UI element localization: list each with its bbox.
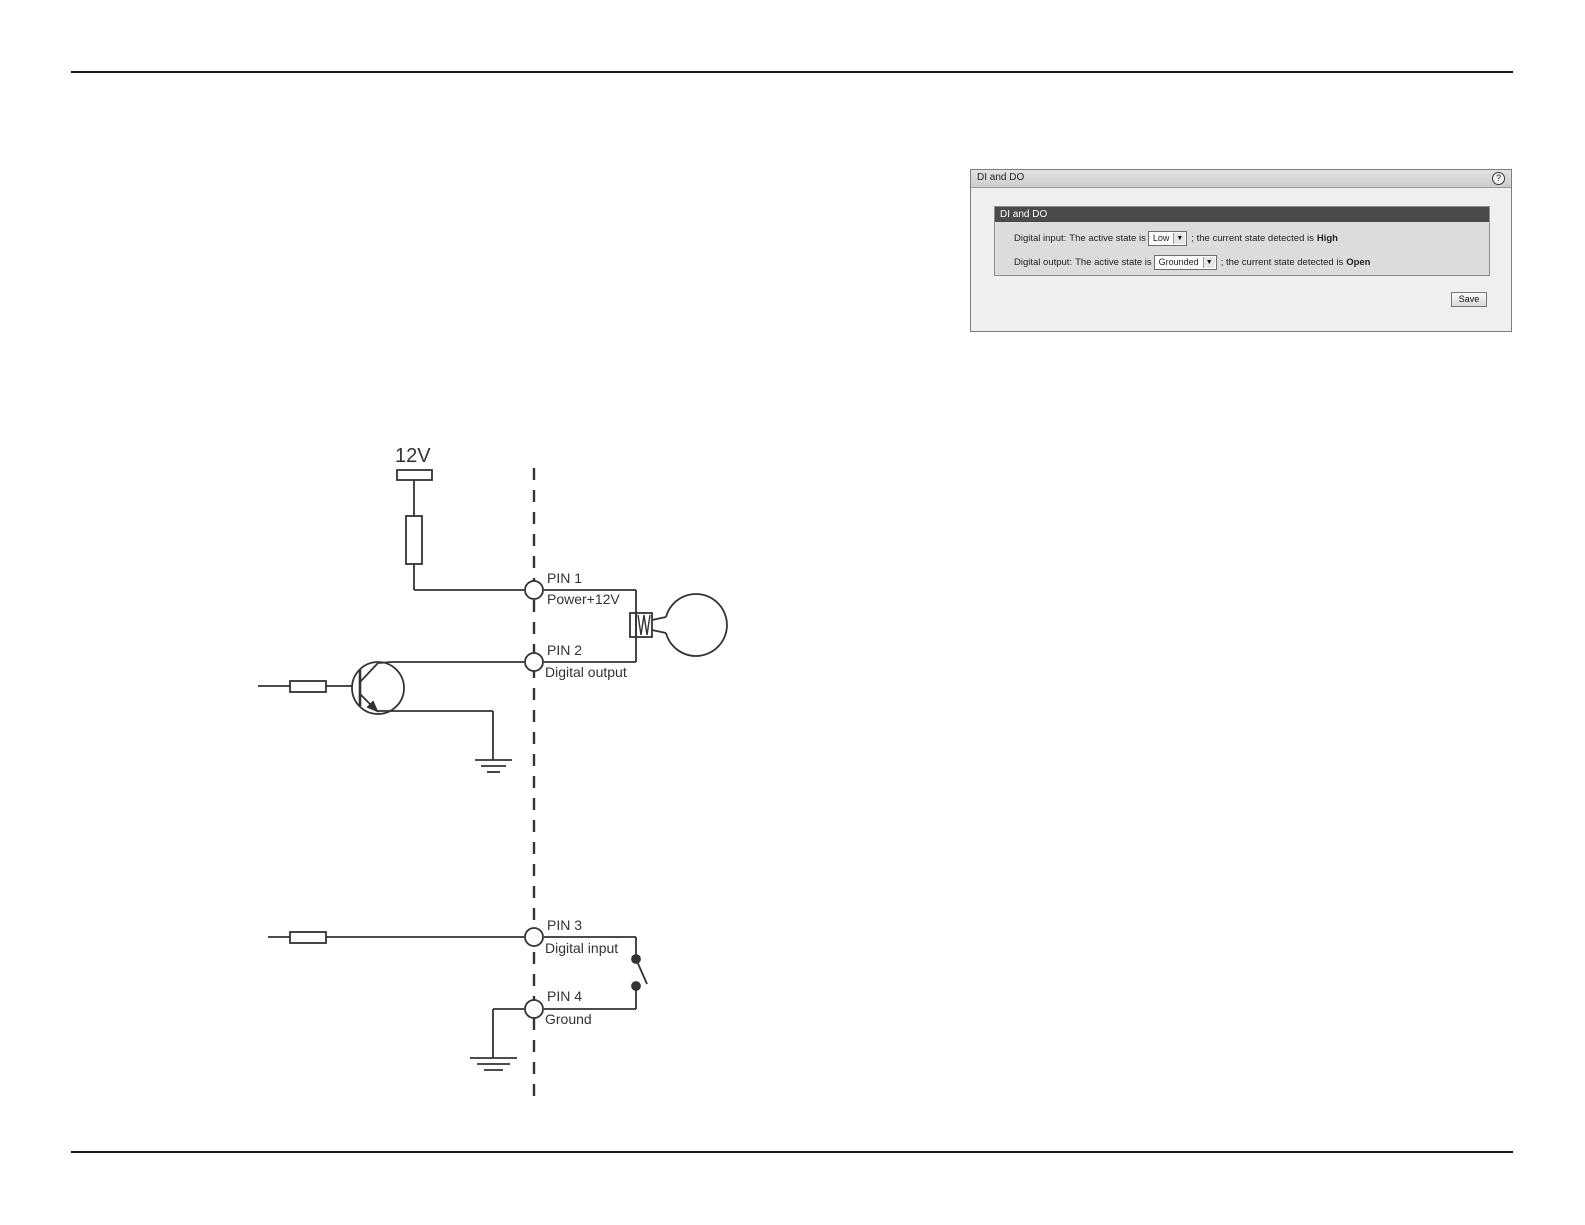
- digital-output-label: Digital output:: [1014, 257, 1072, 268]
- pull-up-resistor: [406, 516, 422, 564]
- pin-3-desc: Digital input: [545, 940, 618, 956]
- pin-4-desc: Ground: [545, 1011, 592, 1027]
- digital-output-active-state-select[interactable]: Grounded ▼: [1154, 255, 1217, 270]
- chevron-down-icon: ▼: [1203, 257, 1215, 268]
- voltage-label: 12V: [395, 445, 431, 467]
- supply-terminal: [397, 470, 432, 480]
- digital-output-text-after: ; the current state detected is: [1221, 257, 1344, 268]
- base-resistor: [290, 681, 326, 692]
- digital-input-row: Digital input: The active state is Low ▼…: [1014, 231, 1338, 246]
- save-button[interactable]: Save: [1451, 292, 1487, 307]
- footer-rule: [71, 1151, 1513, 1153]
- digital-input-label: Digital input:: [1014, 233, 1066, 244]
- section-title: DI and DO: [995, 207, 1489, 222]
- digital-input-text-before: The active state is: [1069, 233, 1146, 244]
- digital-input-selected-value: Low: [1149, 232, 1174, 245]
- pin-2-name: PIN 2: [547, 642, 582, 658]
- di-do-section: DI and DO Digital input: The active stat…: [994, 206, 1490, 276]
- digital-output-current-state: Open: [1346, 257, 1370, 268]
- header-rule: [71, 71, 1513, 73]
- digital-input-active-state-select[interactable]: Low ▼: [1148, 231, 1188, 246]
- pin-1-desc: Power+12V: [547, 591, 620, 607]
- chevron-down-icon: ▼: [1173, 233, 1185, 244]
- pin-4-name: PIN 4: [547, 988, 582, 1004]
- input-resistor: [290, 932, 326, 943]
- switch-icon: [632, 955, 647, 990]
- panel-titlebar: DI and DO ?: [971, 170, 1511, 188]
- pin-4-terminal: [525, 1000, 543, 1018]
- ground-icon: [475, 760, 512, 772]
- pin-2-desc: Digital output: [545, 664, 627, 680]
- digital-output-selected-value: Grounded: [1155, 256, 1203, 269]
- help-icon[interactable]: ?: [1492, 172, 1505, 185]
- pin-3-name: PIN 3: [547, 917, 582, 933]
- ground-icon: [470, 1058, 517, 1070]
- digital-output-row: Digital output: The active state is Grou…: [1014, 255, 1370, 270]
- di-do-panel: DI and DO ? DI and DO Digital input: The…: [970, 169, 1512, 332]
- digital-input-text-after: ; the current state detected is: [1191, 233, 1314, 244]
- pin-1-name: PIN 1: [547, 570, 582, 586]
- pin-1-terminal: [525, 581, 543, 599]
- pin-3-terminal: [525, 928, 543, 946]
- pin-2-terminal: [525, 653, 543, 671]
- digital-output-text-before: The active state is: [1075, 257, 1152, 268]
- panel-title: DI and DO: [977, 172, 1024, 183]
- lamp-icon: [630, 594, 727, 656]
- digital-input-current-state: High: [1317, 233, 1338, 244]
- transistor-icon: [352, 662, 404, 714]
